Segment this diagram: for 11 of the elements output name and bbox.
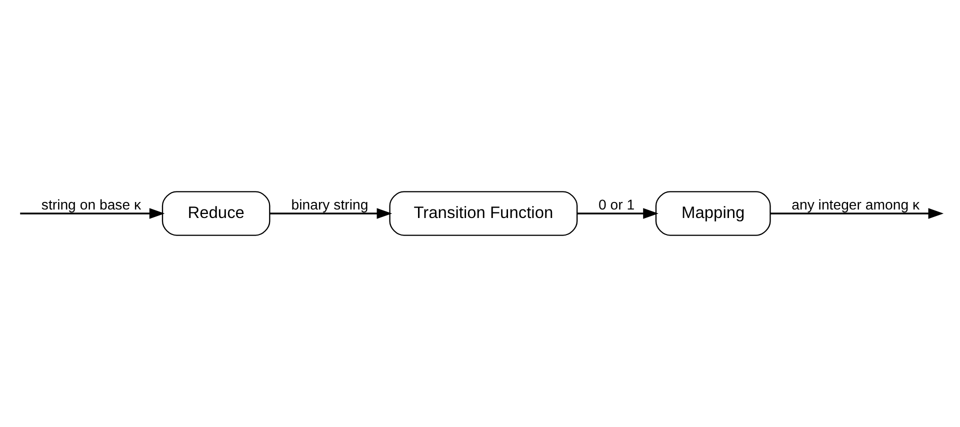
edge-label: 0 or 1	[598, 196, 634, 212]
arrow	[269, 208, 392, 219]
node-box: Transition Function	[388, 191, 578, 236]
edge-label: string on base κ	[40, 196, 141, 212]
node-box: Reduce	[161, 191, 270, 236]
arrow	[576, 208, 658, 219]
edge-label: any integer among κ	[791, 196, 920, 212]
arrow	[770, 208, 944, 219]
arrow	[20, 208, 164, 219]
edge-label: binary string	[290, 196, 368, 212]
node-box: Mapping	[654, 191, 770, 236]
